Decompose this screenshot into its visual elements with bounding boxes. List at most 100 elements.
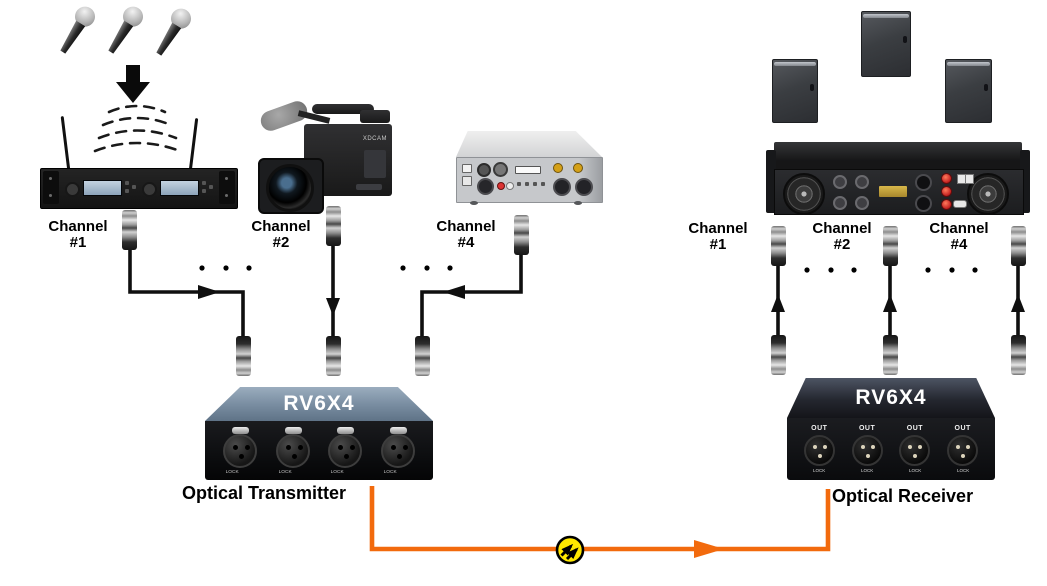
xlr-port-icon bbox=[833, 196, 847, 210]
channel-word: Channel bbox=[251, 218, 311, 235]
out-label: OUT bbox=[858, 424, 876, 432]
wireless-receiver bbox=[36, 112, 240, 210]
transmitter-label: Optical Transmitter bbox=[182, 483, 347, 503]
cable-tx-ch4 bbox=[420, 250, 523, 337]
camera-lens-icon bbox=[266, 164, 314, 212]
channel-word: Channel bbox=[436, 218, 496, 235]
xlr-connector bbox=[1011, 335, 1026, 375]
channel-word: Channel bbox=[48, 218, 108, 235]
speakon-port-icon bbox=[915, 174, 932, 191]
channel-label-rx-4: Channel #4 bbox=[923, 221, 995, 253]
lock-label: LOCK bbox=[813, 468, 826, 473]
xlr-connector bbox=[415, 336, 430, 376]
lock-label: LOCK bbox=[908, 468, 922, 473]
rack-ear bbox=[43, 171, 59, 204]
channel-label-rx-2: Channel #2 bbox=[806, 221, 878, 253]
xlr-out-icon bbox=[553, 178, 571, 196]
channel-number: #4 bbox=[457, 234, 475, 251]
rca-red-icon bbox=[497, 182, 505, 190]
lcd-display bbox=[83, 180, 122, 196]
usb-port-icon bbox=[462, 164, 472, 173]
binding-post-icon bbox=[941, 173, 952, 184]
xlr-connector bbox=[1011, 226, 1026, 266]
channel-word: Channel bbox=[929, 220, 989, 237]
audio-processor bbox=[456, 131, 603, 207]
power-amplifier bbox=[766, 142, 1030, 215]
channel-label-tx-2: Channel #2 bbox=[245, 219, 317, 251]
transmitter-top-face: RV6X4 bbox=[205, 387, 433, 421]
channel-word: Channel bbox=[688, 220, 748, 237]
round-connector-icon bbox=[493, 162, 508, 177]
xlr-female-socket: LOCK bbox=[223, 426, 258, 474]
xlr-male-socket: OUT LOCK bbox=[851, 424, 883, 474]
xlr-connector bbox=[122, 210, 137, 250]
xlr-connector bbox=[771, 335, 786, 375]
transmitter-model-label: RV6X4 bbox=[283, 392, 355, 415]
speaker bbox=[772, 59, 818, 123]
channel-word: Channel bbox=[812, 220, 872, 237]
xlr-port-icon bbox=[855, 175, 869, 189]
binding-post-icon bbox=[941, 199, 952, 210]
xlr-male-socket: OUT LOCK bbox=[803, 424, 835, 474]
xlr-out-icon bbox=[575, 178, 593, 196]
channel-label-rx-1: Channel #1 bbox=[682, 221, 754, 253]
camera-brand-label: XDCAM bbox=[362, 136, 387, 142]
out-label: OUT bbox=[954, 424, 971, 432]
channel-number: #2 bbox=[833, 236, 851, 253]
antenna-icon bbox=[60, 116, 71, 171]
round-connector-icon bbox=[477, 163, 491, 177]
fiber-optic-cable bbox=[369, 486, 831, 552]
rack-ear bbox=[1020, 150, 1030, 213]
cable-arrowheads bbox=[198, 285, 1025, 316]
lcd-display bbox=[160, 180, 199, 196]
breaker-switch-icon bbox=[965, 174, 974, 184]
xlr-connector bbox=[883, 335, 898, 375]
speaker bbox=[945, 59, 992, 123]
antenna-connector-icon bbox=[573, 163, 583, 173]
amp-top-face bbox=[774, 142, 1022, 169]
arrow-left-icon bbox=[443, 285, 465, 299]
xlr-male-socket: OUT LOCK bbox=[899, 424, 931, 474]
mic-down-arrow-icon bbox=[116, 65, 150, 103]
lock-label: LOCK bbox=[226, 469, 240, 474]
binding-post-icon bbox=[941, 186, 952, 197]
arrow-up-icon bbox=[1011, 294, 1025, 312]
rack-ear bbox=[219, 171, 235, 204]
xlr-female-socket: LOCK bbox=[380, 426, 415, 474]
channel-number: #4 bbox=[950, 236, 968, 253]
rca-white-icon bbox=[506, 182, 514, 190]
microphone-icon bbox=[53, 2, 99, 59]
xlr-port-icon bbox=[65, 182, 80, 197]
out-label: OUT bbox=[811, 424, 828, 432]
lock-label: LOCK bbox=[383, 469, 397, 474]
xlr-port-icon bbox=[142, 182, 157, 197]
xlr-connector bbox=[326, 336, 341, 376]
lock-label: LOCK bbox=[860, 468, 874, 473]
receiver-chassis bbox=[40, 168, 238, 209]
xlr-female-socket: LOCK bbox=[328, 426, 363, 474]
xlr-connector bbox=[236, 336, 251, 376]
speakon-port-icon bbox=[915, 195, 932, 212]
amp-rear-panel bbox=[774, 169, 1024, 215]
processor-rear-panel bbox=[456, 157, 603, 203]
fan-icon bbox=[967, 173, 1009, 215]
receiver-label: Optical Receiver bbox=[832, 486, 974, 506]
receiver-top-face: RV6X4 bbox=[787, 378, 995, 418]
receiver-model-label: RV6X4 bbox=[855, 386, 927, 409]
lock-label: LOCK bbox=[330, 469, 344, 474]
channel-number: #1 bbox=[709, 236, 727, 253]
power-inlet bbox=[953, 200, 967, 208]
fiber-arrow-icon bbox=[694, 540, 724, 558]
optical-transmitter-device: RV6X4 LOCK LOCK LOCK LOCK bbox=[205, 387, 433, 480]
xlr-connector bbox=[514, 215, 529, 255]
out-label: OUT bbox=[906, 424, 924, 432]
device-foot bbox=[574, 201, 582, 205]
lock-label: LOCK bbox=[278, 469, 292, 474]
lock-label: LOCK bbox=[956, 468, 969, 473]
channel-label-tx-4: Channel #4 bbox=[430, 219, 502, 251]
channel-label-tx-1: Channel #1 bbox=[42, 219, 114, 251]
fiber-optic-symbol-icon bbox=[555, 535, 585, 565]
video-camera: XDCAM bbox=[256, 98, 401, 216]
camera-viewfinder bbox=[360, 110, 390, 123]
